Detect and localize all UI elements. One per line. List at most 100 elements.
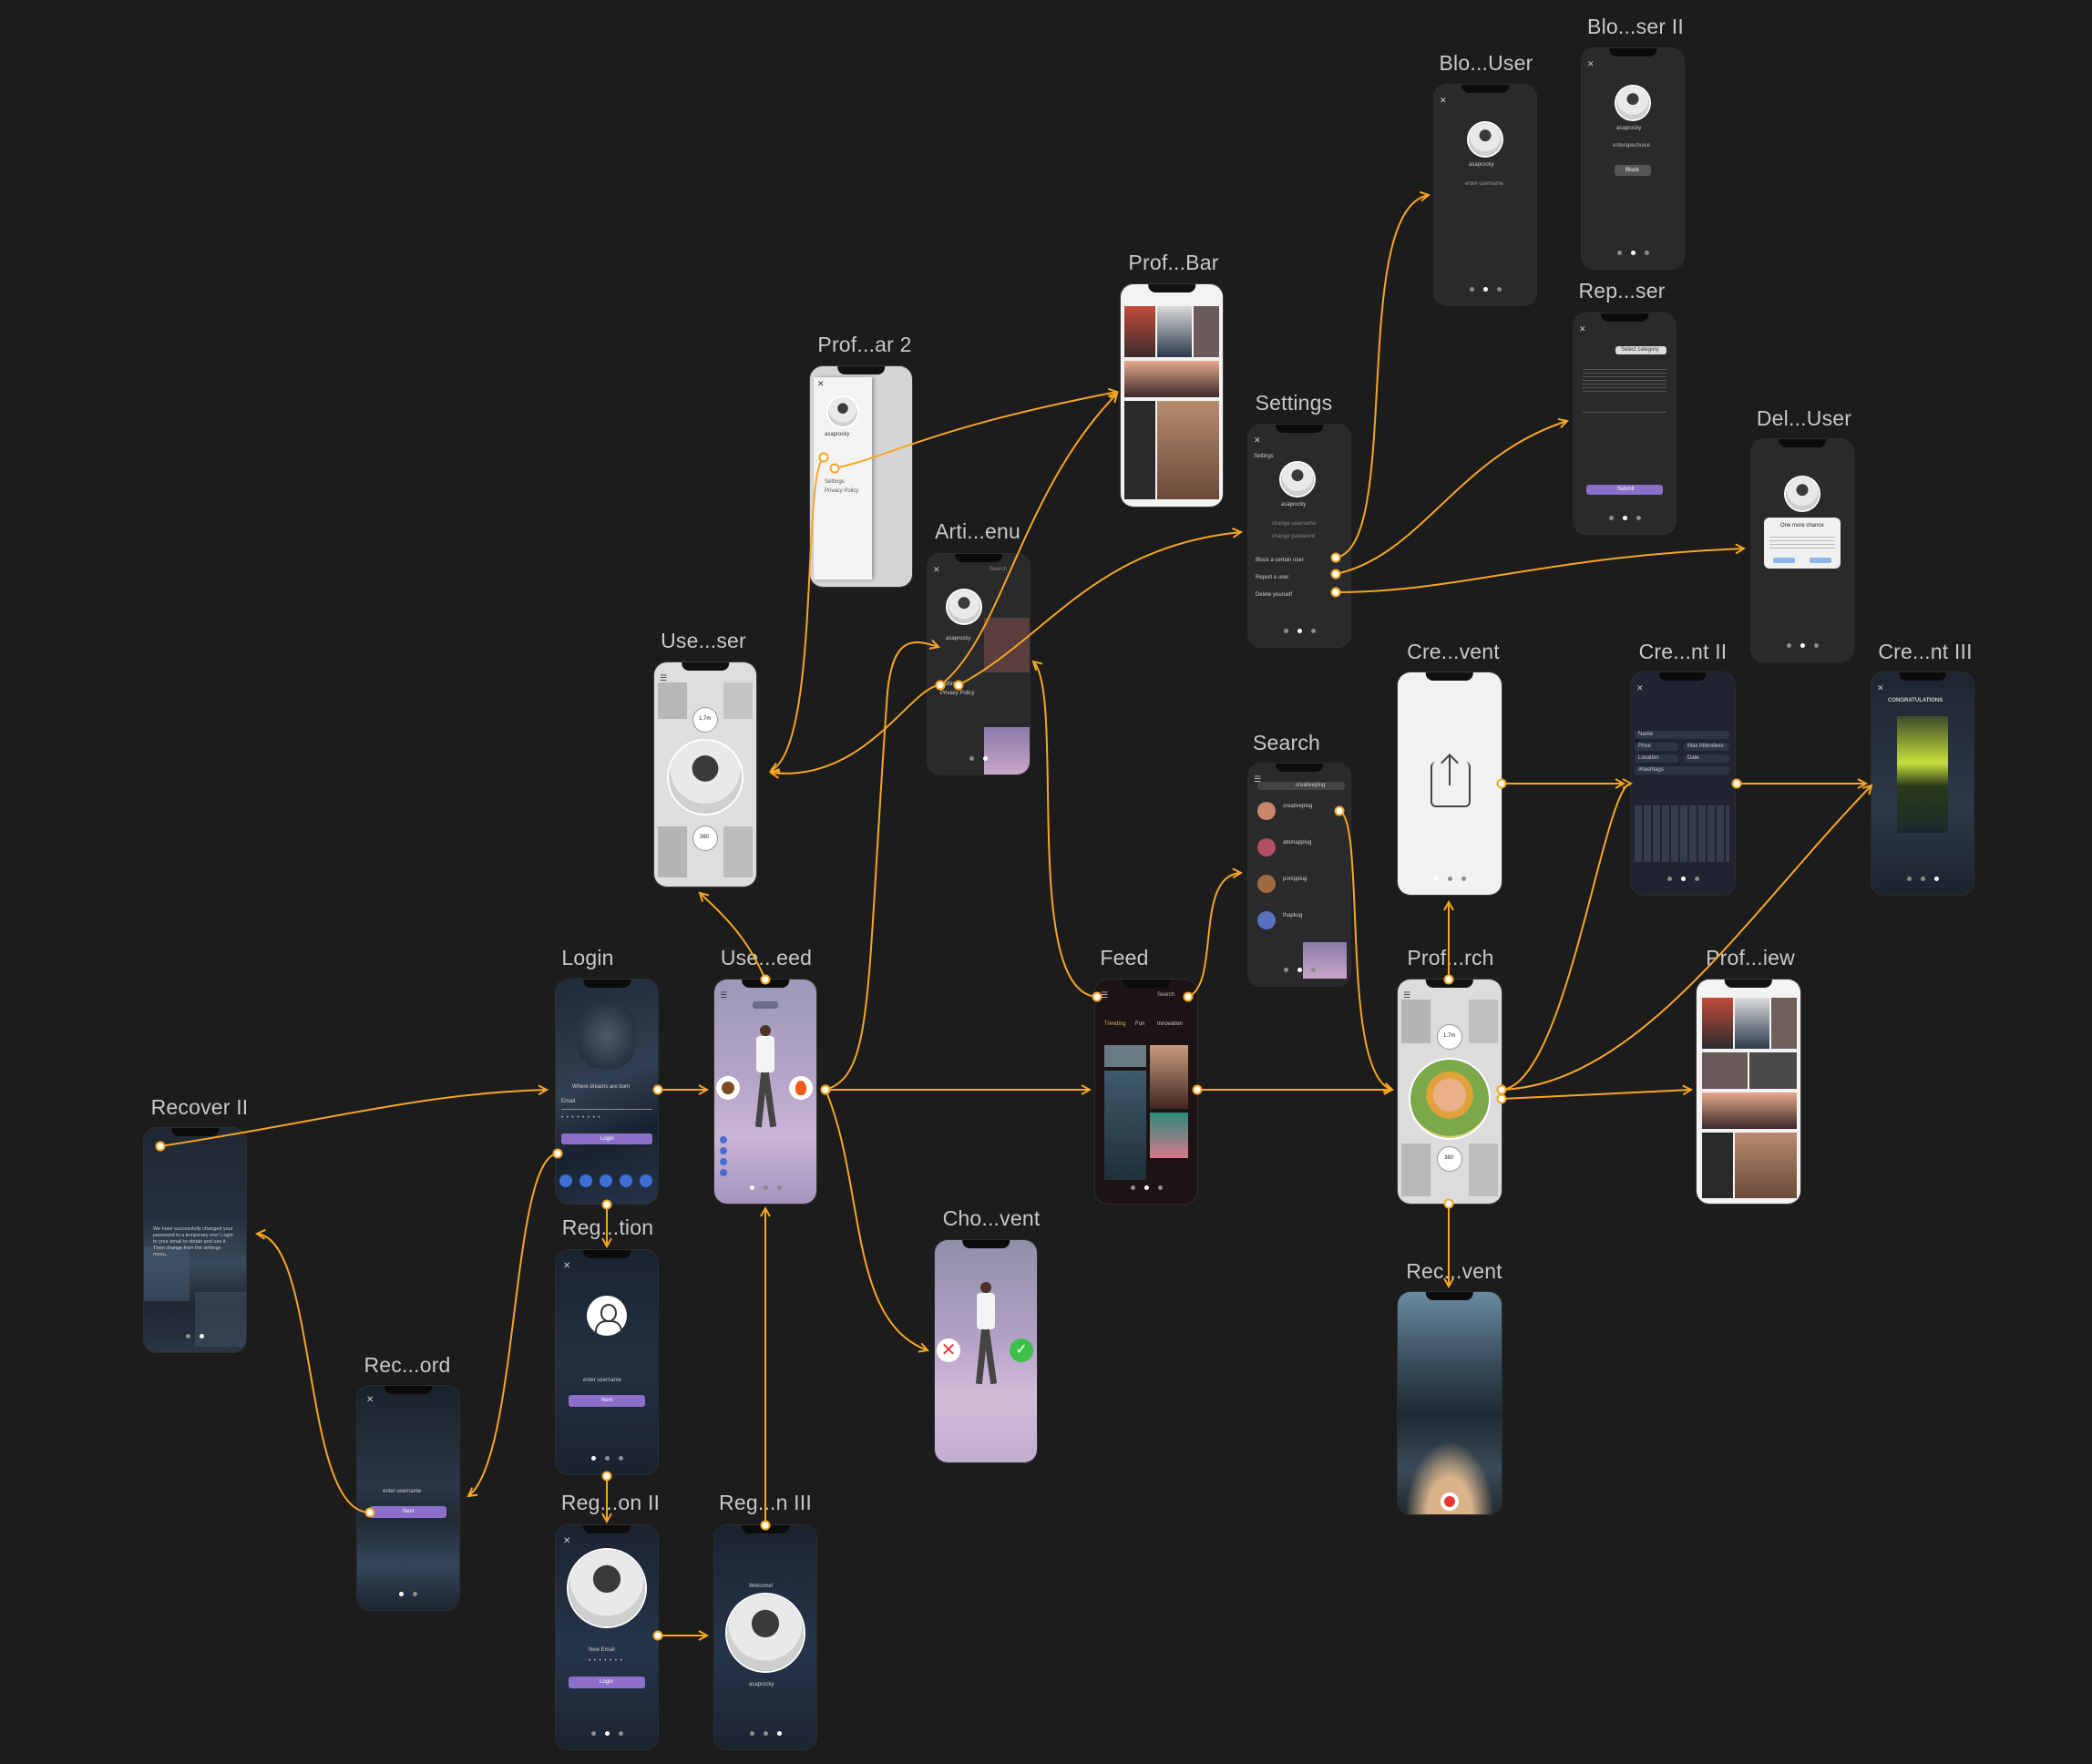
close-icon[interactable]: ✕: [1579, 324, 1586, 333]
result-name[interactable]: creativeplug: [1283, 804, 1313, 809]
screen-user-user[interactable]: ☰ 1.7m 360: [654, 662, 756, 887]
screen-profile-bar2[interactable]: ✕ asaprocky Settings Privacy Policy: [810, 366, 912, 587]
dislike-emoji-button[interactable]: [716, 1076, 740, 1100]
frame-title-user-user[interactable]: Use...ser: [661, 629, 746, 652]
screen-settings[interactable]: ✕ Settings asaprocky change username cha…: [1248, 425, 1350, 647]
result-avatar[interactable]: [1257, 875, 1276, 893]
avatar[interactable]: [669, 741, 742, 814]
fire-emoji-button[interactable]: [789, 1076, 813, 1100]
username-field[interactable]: enter username: [383, 1489, 422, 1494]
avatar[interactable]: [569, 1550, 645, 1626]
screen-recover2[interactable]: We have successfully changed your passwo…: [144, 1128, 246, 1352]
result-name[interactable]: pompplug: [1283, 877, 1308, 882]
screen-create-event2[interactable]: ✕ Name Price Max Attendees Location Date…: [1631, 672, 1735, 895]
frame-title-create-event3[interactable]: Cre...nt III: [1878, 640, 1973, 663]
screen-profile-search[interactable]: ☰ 1.7m 360: [1398, 979, 1502, 1204]
username-field[interactable]: enter username: [583, 1378, 622, 1383]
report-user-item[interactable]: Report a user: [1256, 575, 1289, 580]
tab-trending[interactable]: Trending: [1104, 1021, 1126, 1027]
close-icon[interactable]: ✕: [1440, 96, 1447, 105]
delete-yourself-item[interactable]: Delete yourself: [1256, 592, 1293, 598]
dialog-cancel-button[interactable]: [1810, 558, 1831, 563]
close-icon[interactable]: ✕: [366, 1395, 374, 1405]
frame-title-registration[interactable]: Reg...tion: [561, 1215, 654, 1239]
menu-settings[interactable]: Settings: [940, 682, 960, 687]
frame-title-profile-search[interactable]: Prof...rch: [1407, 946, 1494, 969]
next-button[interactable]: Next: [569, 1395, 645, 1407]
date-field[interactable]: Date: [1684, 754, 1729, 763]
frame-title-block-user[interactable]: Blo...User: [1439, 51, 1533, 75]
social-login-icon[interactable]: [620, 1174, 632, 1187]
search-input[interactable]: Search: [990, 567, 1008, 572]
username-field[interactable]: enterapechoice: [1613, 143, 1651, 149]
social-login-icon[interactable]: [559, 1174, 572, 1187]
menu-privacy-policy[interactable]: Privacy Policy: [940, 691, 975, 696]
frame-title-registration3[interactable]: Reg...n III: [719, 1491, 812, 1514]
result-name[interactable]: thapkug: [1283, 913, 1303, 918]
frame-title-login[interactable]: Login: [561, 946, 614, 969]
category-select[interactable]: Select category: [1615, 346, 1666, 354]
change-password-field[interactable]: change password: [1272, 534, 1316, 539]
screen-block-user2[interactable]: ✕ asaprocky enterapechoice Block: [1582, 48, 1684, 269]
keyboard[interactable]: [1635, 805, 1729, 862]
report-textarea[interactable]: [1583, 412, 1666, 449]
screen-profile-view[interactable]: [1697, 979, 1800, 1204]
screen-record-event[interactable]: [1398, 1292, 1502, 1514]
dialog-delete-button[interactable]: [1773, 558, 1795, 563]
close-icon[interactable]: ✕: [563, 1261, 571, 1271]
accept-icon[interactable]: ✓: [1010, 1338, 1033, 1362]
social-login-icon[interactable]: [579, 1174, 592, 1187]
social-login-icon[interactable]: [640, 1174, 652, 1187]
result-name[interactable]: atomapplug: [1283, 840, 1312, 846]
change-username-field[interactable]: change username: [1272, 521, 1317, 527]
frame-title-record-event[interactable]: Rec...vent: [1406, 1259, 1502, 1283]
menu-icon[interactable]: ☰: [660, 673, 668, 682]
screen-create-event[interactable]: [1398, 672, 1502, 895]
search-input[interactable]: creativeplug: [1257, 782, 1345, 790]
tab-innovation[interactable]: Innovation: [1157, 1021, 1183, 1027]
screen-login[interactable]: Where dreams are born Email • • • • • • …: [556, 979, 658, 1204]
frame-title-create-event2[interactable]: Cre...nt II: [1638, 640, 1728, 663]
close-icon[interactable]: ✕: [933, 565, 940, 574]
screen-artist-menu[interactable]: ✕ Search asaprocky Settings Privacy Poli…: [928, 554, 1030, 774]
screen-feed[interactable]: ☰ Search Trending Fun Innovation: [1095, 979, 1197, 1204]
login-button[interactable]: Login: [561, 1133, 652, 1144]
email-field[interactable]: [561, 1109, 652, 1110]
tab-fun[interactable]: Fun: [1135, 1021, 1145, 1027]
block-user-item[interactable]: Block a certain user: [1256, 558, 1304, 563]
frame-title-profile-view[interactable]: Prof...iew: [1706, 946, 1795, 969]
social-login-icon[interactable]: [600, 1174, 612, 1187]
menu-icon[interactable]: ☰: [1403, 990, 1411, 1000]
frame-title-registration2[interactable]: Reg...on II: [560, 1491, 661, 1514]
name-field[interactable]: Name: [1635, 731, 1729, 739]
next-button[interactable]: Next: [370, 1506, 446, 1518]
frame-title-report-user[interactable]: Rep...ser: [1578, 279, 1666, 303]
menu-icon[interactable]: ☰: [1101, 990, 1109, 1000]
upload-icon[interactable]: [1431, 754, 1471, 807]
frame-title-profile-bar2[interactable]: Prof...ar 2: [817, 333, 912, 356]
frame-title-profile-bar[interactable]: Prof...Bar: [1128, 251, 1219, 274]
screen-user-feed[interactable]: ☰: [714, 979, 816, 1204]
frame-title-settings[interactable]: Settings: [1255, 391, 1333, 415]
close-icon[interactable]: ✕: [563, 1536, 571, 1546]
record-button[interactable]: [1441, 1492, 1459, 1511]
location-field[interactable]: Location: [1635, 754, 1678, 763]
reject-icon[interactable]: ✕: [937, 1338, 960, 1362]
menu-icon[interactable]: ☰: [1254, 774, 1262, 784]
screen-create-event3[interactable]: ✕ CONGRATULATIONS: [1872, 672, 1974, 895]
block-button[interactable]: Block: [1615, 165, 1651, 176]
screen-report-user[interactable]: ✕ Select category Submit: [1574, 313, 1676, 534]
submit-button[interactable]: Submit: [1586, 485, 1663, 495]
username-field[interactable]: enter username: [1465, 181, 1504, 187]
frame-title-feed[interactable]: Feed: [1100, 946, 1149, 969]
avatar[interactable]: [1410, 1060, 1489, 1138]
screen-search[interactable]: ☰ creativeplug creativeplug atomapplug p…: [1248, 764, 1350, 986]
screen-profile-bar[interactable]: [1121, 284, 1223, 507]
close-icon[interactable]: ✕: [1254, 436, 1261, 445]
screen-registration[interactable]: ✕ enter username Next: [556, 1250, 658, 1474]
screen-choose-event[interactable]: ✕ ✓: [935, 1240, 1037, 1462]
close-icon[interactable]: ✕: [1877, 683, 1884, 692]
frame-title-delete-user[interactable]: Del...User: [1756, 406, 1852, 430]
screen-recover-password[interactable]: ✕ enter username Next: [357, 1386, 459, 1610]
screen-delete-user[interactable]: One more chance: [1751, 439, 1853, 662]
